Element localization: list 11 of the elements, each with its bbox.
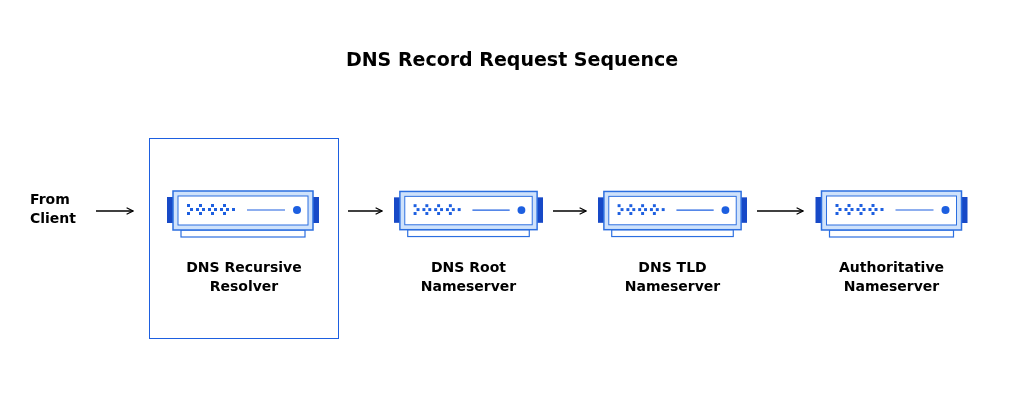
node-label: DNS TLD Nameserver [623,258,722,296]
arrow [347,207,383,215]
node-label: From Client [30,190,78,228]
node-label: DNS Recursive Resolver [185,258,303,296]
node-label: DNS Root Nameserver [419,258,518,296]
arrow [95,207,134,215]
node-label: Authoritative Nameserver [837,258,945,296]
arrow [552,207,587,215]
arrow [756,207,804,215]
resolver-frame [149,138,339,339]
diagram-title: DNS Record Request Sequence [344,48,680,70]
